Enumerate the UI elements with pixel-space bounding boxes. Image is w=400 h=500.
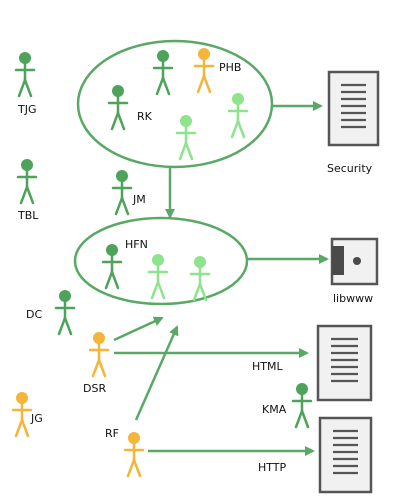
- person-label-hfn: HFN: [125, 238, 148, 251]
- document-icon: [318, 416, 373, 494]
- person-security-member-3: [175, 115, 197, 161]
- person-tjg: [14, 52, 36, 98]
- person-security-member-2: [227, 93, 249, 139]
- person-label-jg: JG: [30, 412, 43, 425]
- person-label-dsr: DSR: [83, 382, 106, 395]
- person-label-phb: PHB: [219, 61, 241, 74]
- document-icon: [316, 324, 373, 402]
- person-jm: [111, 170, 133, 216]
- person-kma: [291, 383, 313, 429]
- person-libwww-member-1: [147, 254, 169, 300]
- module-label-security: Security: [327, 162, 373, 175]
- person-label-tbl: TBL: [17, 209, 39, 222]
- arrow-rf-to-libwww-group: [134, 325, 179, 421]
- person-label-tjg: TJG: [17, 103, 37, 116]
- person-dsr: [88, 332, 110, 378]
- person-security-member-1: [152, 50, 174, 96]
- person-label-rk: RK: [137, 110, 153, 123]
- arrow-dsr-to-libwww-group: [113, 316, 164, 342]
- group-ellipse-security: [76, 39, 274, 169]
- person-phb: [193, 48, 215, 94]
- person-libwww-member-2: [189, 256, 211, 302]
- person-dc: [54, 290, 76, 336]
- person-label-kma: KMA: [262, 403, 287, 416]
- person-rk: [107, 85, 129, 131]
- person-tbl: [16, 159, 38, 205]
- module-label-html: HTML: [252, 360, 283, 373]
- person-label-dc: DC: [26, 308, 42, 321]
- person-label-rf: RF: [105, 427, 119, 440]
- module-label-http: HTTP: [258, 461, 287, 474]
- person-rf: [123, 432, 145, 478]
- document-icon: [327, 70, 380, 147]
- hard-drive-icon: [330, 237, 379, 286]
- person-label-jm: JM: [132, 193, 146, 206]
- module-label-libwww: libwww: [333, 292, 373, 305]
- person-jg: [11, 392, 33, 438]
- group-ellipse-libwww: [73, 216, 249, 306]
- person-hfn: [101, 244, 123, 290]
